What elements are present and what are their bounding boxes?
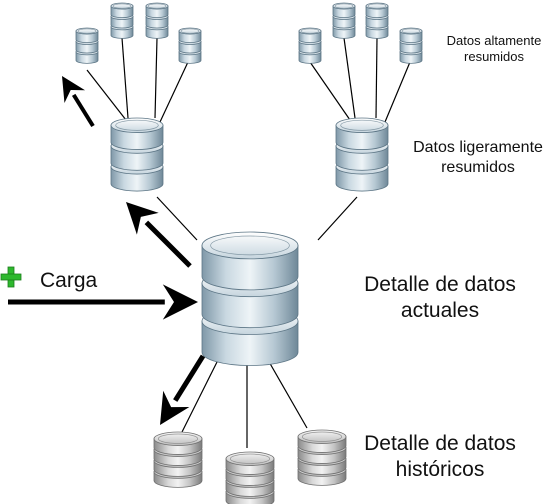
label-lightly-summarized: Datos ligeramente resumidos — [413, 139, 543, 176]
connector-line — [343, 37, 356, 119]
label-current-detail: Detalle de datos actuales — [364, 273, 516, 322]
archive-disk-icon — [225, 451, 275, 504]
database-icon — [399, 27, 423, 64]
database-icon — [298, 27, 322, 64]
connector-line — [181, 359, 219, 433]
connector-line — [156, 196, 198, 241]
archive-disk-icon — [297, 429, 347, 486]
database-icon — [110, 117, 164, 192]
connector-line — [121, 37, 129, 119]
database-icon — [335, 117, 389, 192]
archive-disk-icon — [153, 431, 203, 488]
database-icon — [110, 2, 134, 39]
arrow-to-summary-icon — [62, 76, 95, 128]
connector-line — [317, 196, 358, 241]
database-icon — [145, 2, 169, 39]
label-load: Carga — [40, 269, 98, 292]
plus-icon — [0, 266, 22, 288]
database-group — [75, 2, 423, 504]
connector-line — [159, 61, 189, 123]
connector-line — [86, 69, 127, 121]
connector-line — [267, 359, 308, 429]
connector-line — [375, 37, 378, 119]
database-icon — [332, 2, 356, 39]
arrow-to-summary-icon — [126, 202, 192, 268]
connector-lines — [86, 37, 411, 448]
database-icon — [75, 27, 99, 64]
connector-line — [154, 37, 158, 119]
database-icon — [365, 2, 389, 39]
label-highly-summarized: Datos altamente resumidos — [446, 33, 542, 64]
database-icon — [201, 231, 299, 366]
flow-arrows — [8, 76, 206, 425]
label-historical-detail: Detalle de datos históricos — [364, 432, 516, 481]
load-arrow-icon — [8, 284, 198, 320]
connector-line — [309, 61, 351, 121]
connector-line — [384, 61, 411, 123]
arrow-to-archive-icon — [160, 354, 206, 425]
database-icon — [178, 27, 202, 64]
